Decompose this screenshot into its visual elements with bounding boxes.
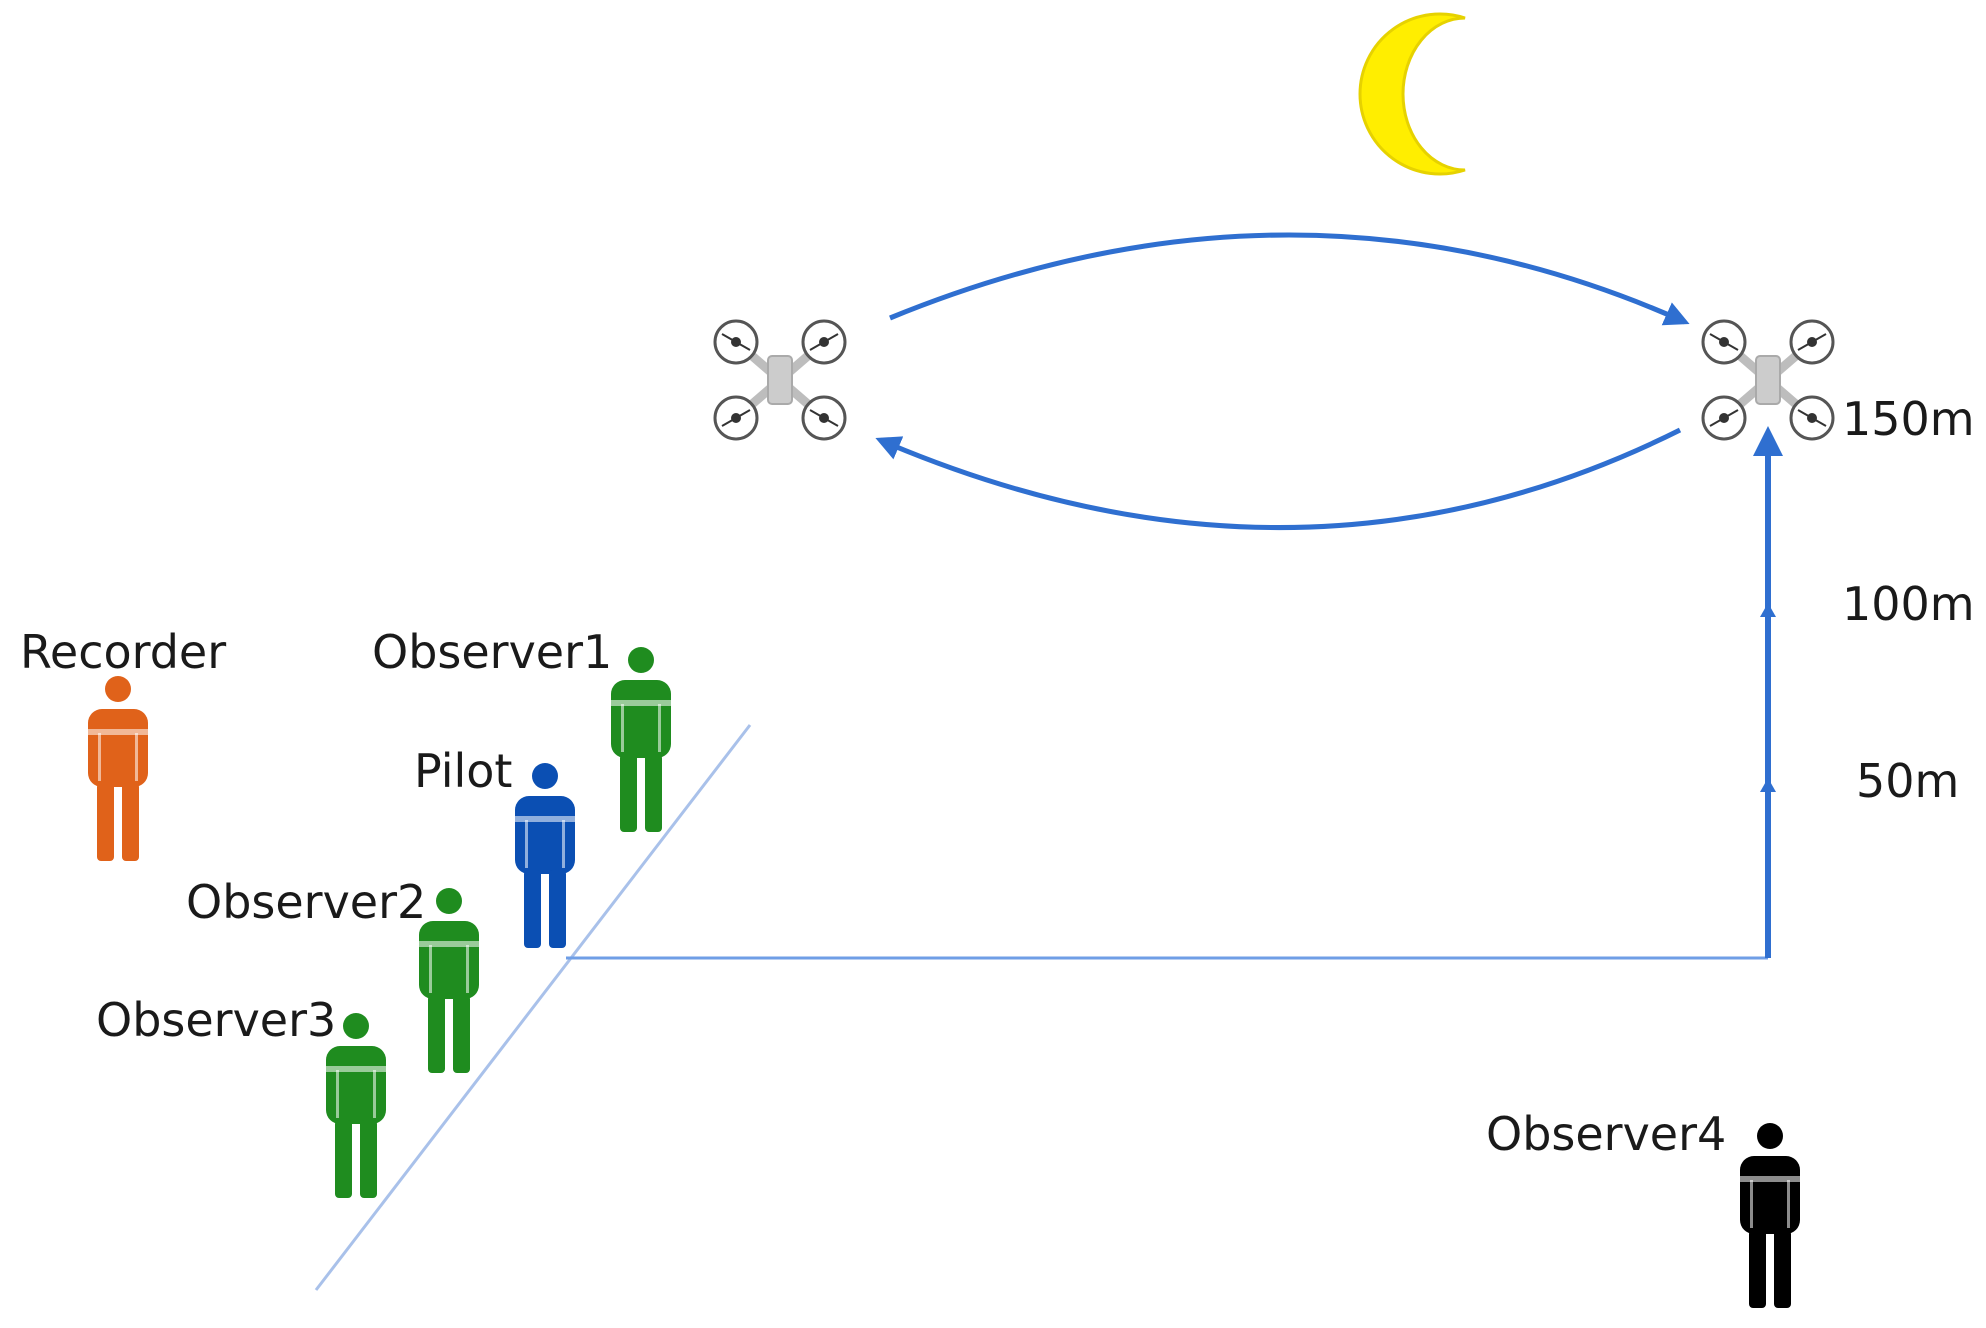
crescent-moon-icon [1358, 12, 1466, 176]
recorder-label: Recorder [20, 625, 226, 679]
quadcopter-drone-icon-right [1703, 321, 1833, 439]
flight-path-outbound [889, 232, 1690, 326]
altitude-label-50: 50m [1856, 754, 1959, 808]
observer2-label: Observer2 [186, 875, 426, 929]
altitude-label-150: 150m [1842, 392, 1975, 446]
pilot-label: Pilot [414, 744, 512, 798]
flight-path-return [875, 427, 1682, 530]
observer2-person-icon [419, 888, 479, 1073]
quadcopter-drone-icon-left [715, 321, 845, 439]
observer3-label: Observer3 [96, 993, 336, 1047]
ground-diagonal-line [314, 724, 752, 1291]
ascent-tick-100 [1760, 603, 1776, 617]
observer1-label: Observer1 [372, 625, 612, 679]
observer1-person-icon [611, 647, 671, 832]
altitude-label-100: 100m [1842, 577, 1975, 631]
ascent-tick-50 [1760, 778, 1776, 792]
pilot-person-icon [515, 763, 575, 948]
observer4-person-icon [1740, 1123, 1800, 1308]
observer4-label: Observer4 [1486, 1107, 1726, 1161]
recorder-person-icon [88, 676, 148, 861]
